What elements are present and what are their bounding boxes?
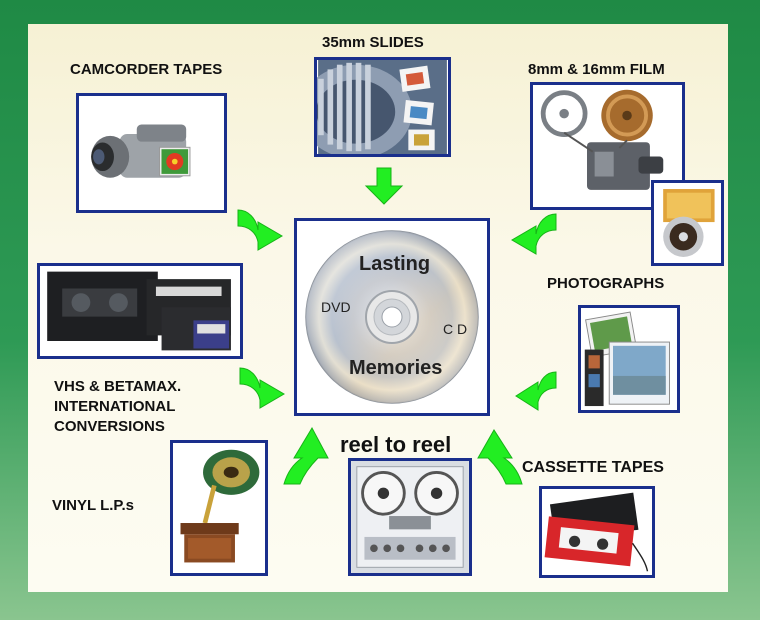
vhs-label-line3: CONVERSIONS — [54, 418, 165, 435]
camcorder-label: CAMCORDER TAPES — [70, 61, 223, 78]
gramophone-photo — [170, 440, 268, 576]
cassette-label: CASSETTE TAPES — [522, 459, 664, 476]
arrow-right-from-vhs — [239, 367, 285, 409]
vhs-label-line2: INTERNATIONAL — [54, 398, 176, 415]
videotapes-photo — [37, 263, 243, 359]
disc-title-line2: Memories — [349, 357, 443, 379]
center-disc-box: Lasting Memories DVD C D — [294, 218, 490, 416]
disc-dvd-label: DVD — [321, 299, 351, 315]
film-label: 8mm & 16mm FILM — [528, 61, 665, 78]
photographs-label: PHOTOGRAPHS — [547, 275, 665, 292]
disc-title-line1: Lasting — [359, 253, 431, 275]
arrow-right-from-camcorder — [237, 209, 283, 251]
videotape-icon — [43, 266, 237, 356]
film-projector-photo — [530, 82, 685, 210]
photographs-icon — [581, 308, 677, 410]
arrow-up-from-cassette — [477, 429, 523, 485]
arrow-left-from-film — [511, 213, 557, 255]
slide-carousel-icon — [317, 60, 447, 154]
film-reel-photo — [651, 180, 724, 266]
arrow-left-from-photographs — [515, 371, 557, 411]
camcorder-photo — [76, 93, 227, 213]
arrow-up-from-vinyl — [283, 426, 329, 485]
slides-photo — [314, 57, 451, 157]
slides-label: 35mm SLIDES — [322, 34, 424, 51]
disc-cd-label: C D — [443, 321, 468, 337]
reel-to-reel-label: reel to reel — [340, 432, 452, 457]
cassette-photo — [539, 486, 655, 578]
camcorder-icon — [79, 96, 224, 210]
reel-to-reel-recorder-icon — [351, 461, 469, 573]
film-projector-icon — [533, 85, 682, 207]
cassette-tape-icon — [542, 489, 652, 575]
arrow-down-from-slides — [364, 167, 404, 205]
vhs-label-line1: VHS & BETAMAX. — [54, 378, 182, 395]
film-reel-icon — [654, 183, 721, 263]
gramophone-icon — [173, 444, 265, 572]
photographs-photo — [578, 305, 680, 413]
reel-to-reel-photo — [348, 458, 472, 576]
vinyl-label: VINYL L.P.s — [52, 497, 134, 514]
disc-icon — [305, 230, 479, 404]
